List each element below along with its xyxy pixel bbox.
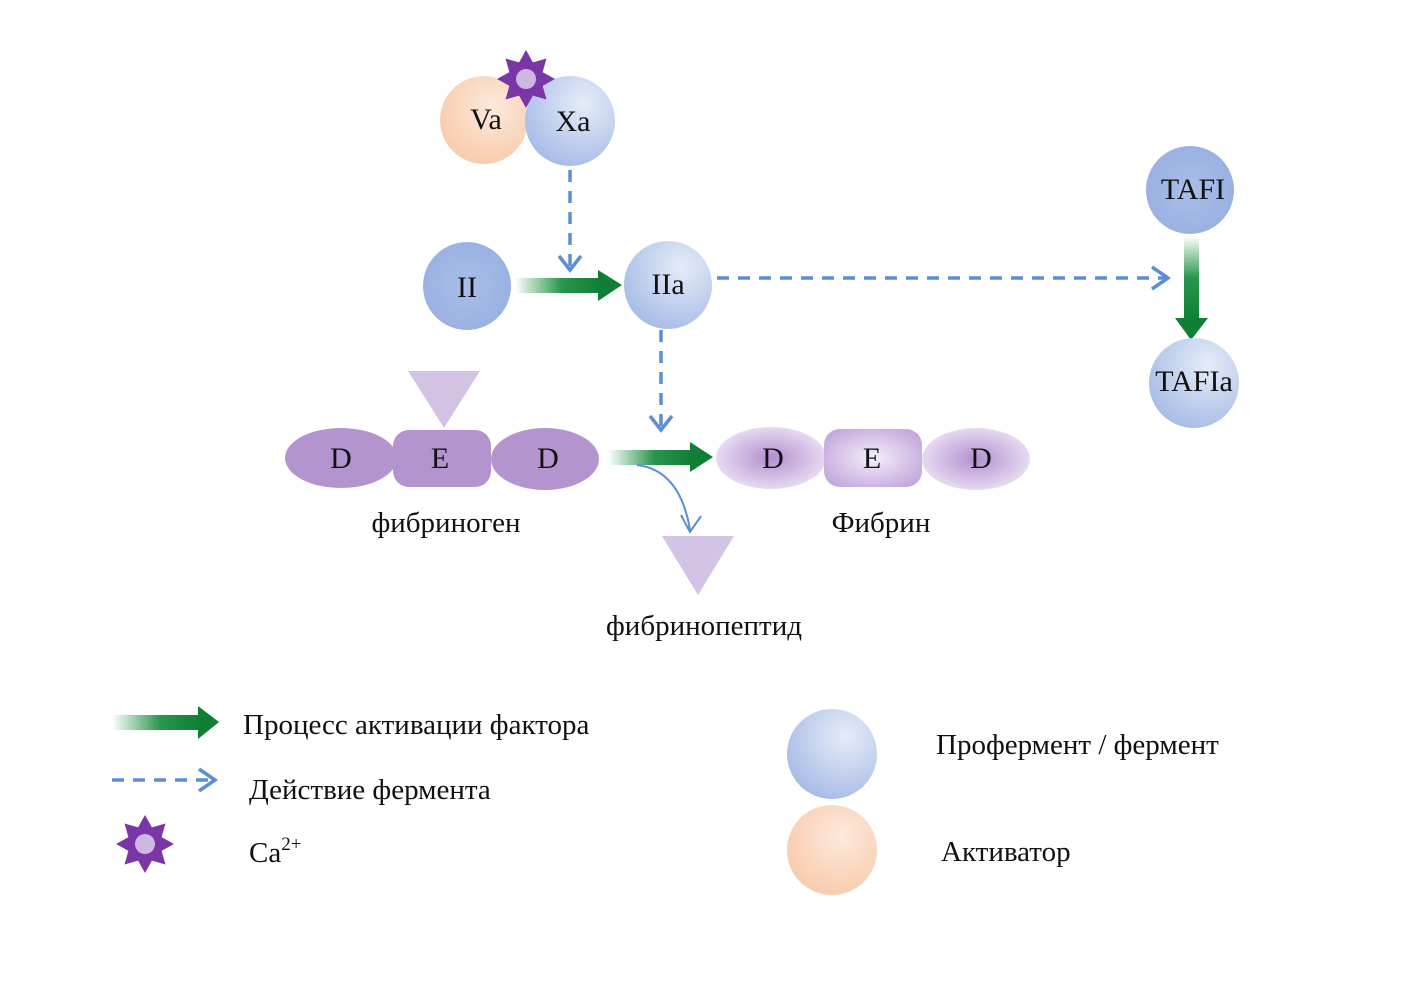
fibrin-molecule: D E D xyxy=(716,427,1030,490)
fibrin-segment-2: E xyxy=(863,442,881,475)
xa-action-arrow xyxy=(557,170,583,273)
fibrinogen-label: фибриноген xyxy=(371,507,520,539)
iia-label: IIa xyxy=(651,268,684,301)
xa-node: Xa xyxy=(525,76,615,166)
tafi-node: TAFI xyxy=(1146,146,1234,234)
fibrin-label: Фибрин xyxy=(832,507,931,539)
ii-activation-arrow xyxy=(515,270,622,301)
fibrinopeptide-triangle xyxy=(662,536,734,595)
fibrin-activation-arrow xyxy=(608,442,713,472)
xa-label: Xa xyxy=(556,105,591,138)
iia-to-tafi-action-arrow xyxy=(717,265,1172,291)
tafi-label: TAFI xyxy=(1161,173,1225,206)
fibrinogen-segment-3: D xyxy=(537,442,559,475)
legend-activation-arrow-icon xyxy=(112,706,219,739)
fibrinopeptide-label: фибринопептид xyxy=(606,610,802,642)
ii-label: II xyxy=(457,271,477,304)
iia-node: IIa xyxy=(624,241,712,329)
ii-node: II xyxy=(423,242,511,330)
fibrinopeptide-release-arrow xyxy=(636,464,702,534)
legend-activation-label: Процесс активации фактора xyxy=(243,709,589,741)
fibrinogen-segment-1: D xyxy=(330,442,352,475)
calcium-star-icon xyxy=(497,50,555,108)
legend: Процесс активации фактора Действие ферме… xyxy=(112,706,1219,895)
va-label: Va xyxy=(470,103,502,136)
legend-proenzyme-swatch xyxy=(787,709,877,799)
iia-to-fibrinogen-action-arrow xyxy=(648,330,674,433)
legend-calcium-star-icon xyxy=(116,815,174,873)
legend-action-arrow-icon xyxy=(112,767,219,793)
tafia-label: TAFIa xyxy=(1155,365,1233,398)
fibrin-segment-1: D xyxy=(762,442,784,475)
legend-proenzyme-label: Профермент / фермент xyxy=(936,729,1219,761)
fibrinopeptide-on-fibrinogen xyxy=(408,371,480,428)
fibrinogen-molecule: D E D xyxy=(285,371,599,490)
legend-activator-label: Активатор xyxy=(941,836,1071,868)
legend-action-label: Действие фермента xyxy=(249,774,491,806)
legend-calcium-label: Ca2+ xyxy=(249,834,301,869)
fibrin-segment-3: D xyxy=(970,442,992,475)
tafi-activation-arrow xyxy=(1175,236,1208,340)
tafia-node: TAFIa xyxy=(1149,338,1239,428)
legend-activator-swatch xyxy=(787,805,877,895)
fibrinogen-segment-2: E xyxy=(431,442,449,475)
